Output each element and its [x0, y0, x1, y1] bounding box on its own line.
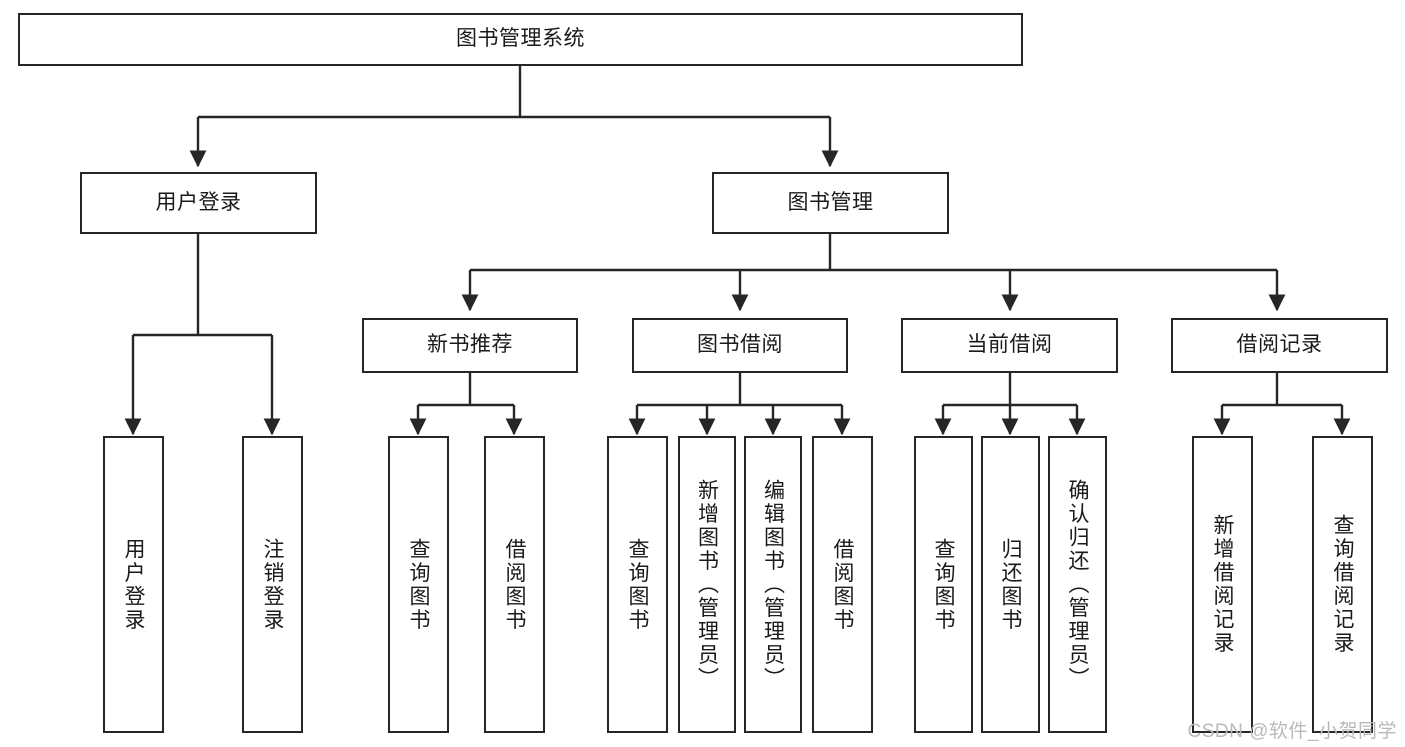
node-label: 查询借阅记录 — [1331, 514, 1354, 655]
node-label: 归还图书 — [999, 537, 1022, 632]
node-leaf-query-book-current[interactable]: 查询图书 — [914, 436, 973, 733]
node-label: 用户登录 — [122, 537, 145, 632]
csdn-watermark: CSDN @软件_小贺同学 — [1187, 721, 1397, 742]
node-leaf-logout[interactable]: 注销登录 — [242, 436, 303, 733]
node-leaf-add-book-admin[interactable]: 新增图书（管理员） — [678, 436, 736, 733]
node-label: 借阅图书 — [831, 537, 854, 632]
node-label: 查询图书 — [626, 537, 649, 632]
node-leaf-return-book[interactable]: 归还图书 — [981, 436, 1040, 733]
node-label: 图书管理 — [787, 190, 874, 214]
node-label: 图书管理系统 — [456, 27, 585, 51]
node-label: 确认归还（管理员） — [1066, 478, 1089, 691]
node-leaf-borrow-book[interactable]: 借阅图书 — [812, 436, 873, 733]
node-new-book-recommend[interactable]: 新书推荐 — [362, 318, 578, 373]
node-root-book-management-system[interactable]: 图书管理系统 — [18, 13, 1023, 66]
node-book-borrow[interactable]: 图书借阅 — [632, 318, 848, 373]
node-user-login[interactable]: 用户登录 — [80, 172, 317, 234]
node-label: 图书借阅 — [697, 333, 783, 357]
node-label: 编辑图书（管理员） — [761, 478, 785, 691]
node-label: 新增图书（管理员） — [695, 478, 719, 691]
node-label: 当前借阅 — [966, 333, 1053, 357]
node-book-management[interactable]: 图书管理 — [712, 172, 949, 234]
node-leaf-query-book-recommend[interactable]: 查询图书 — [388, 436, 449, 733]
node-label: 查询图书 — [932, 537, 955, 632]
node-leaf-user-login[interactable]: 用户登录 — [103, 436, 164, 733]
node-label: 注销登录 — [261, 537, 284, 632]
node-label: 新书推荐 — [427, 333, 513, 357]
node-label: 用户登录 — [155, 190, 242, 214]
node-leaf-query-book-borrow[interactable]: 查询图书 — [607, 436, 668, 733]
node-borrow-record[interactable]: 借阅记录 — [1171, 318, 1388, 373]
node-leaf-confirm-return-admin[interactable]: 确认归还（管理员） — [1048, 436, 1107, 733]
node-leaf-borrow-book-recommend[interactable]: 借阅图书 — [484, 436, 545, 733]
node-label: 借阅记录 — [1236, 333, 1323, 357]
node-leaf-edit-book-admin[interactable]: 编辑图书（管理员） — [744, 436, 802, 733]
node-label: 新增借阅记录 — [1211, 514, 1234, 655]
node-label: 查询图书 — [407, 537, 430, 632]
node-leaf-add-borrow-record[interactable]: 新增借阅记录 — [1192, 436, 1253, 733]
node-label: 借阅图书 — [503, 537, 526, 632]
node-leaf-query-borrow-record[interactable]: 查询借阅记录 — [1312, 436, 1373, 733]
node-current-borrow[interactable]: 当前借阅 — [901, 318, 1118, 373]
